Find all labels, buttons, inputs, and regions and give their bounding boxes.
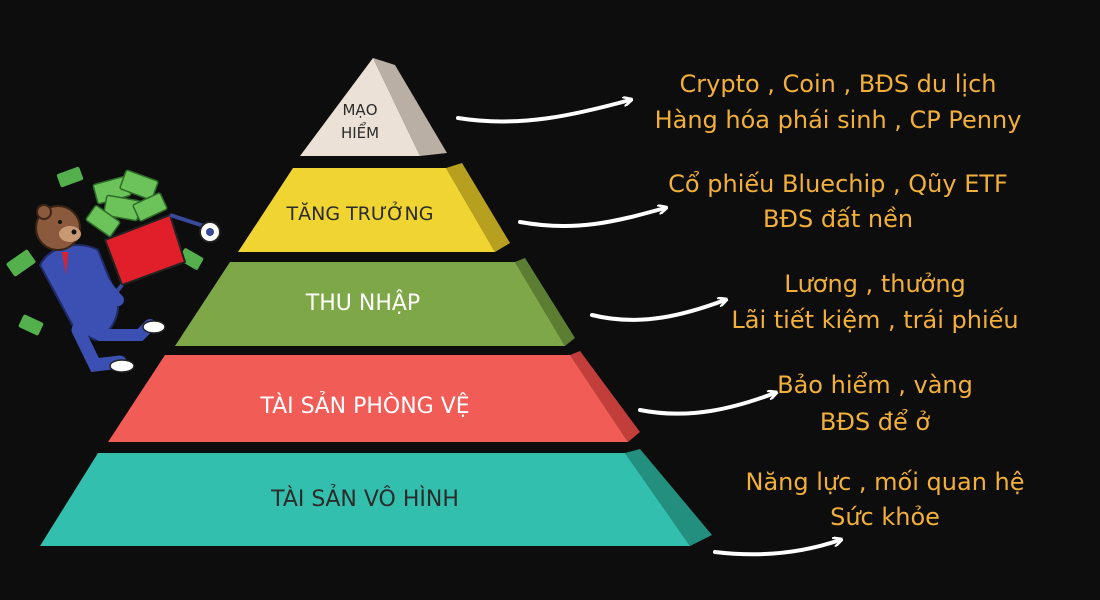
tier-label-line: HIỂM	[341, 121, 379, 142]
description-line: Crypto , Coin , BĐS du lịch	[680, 70, 997, 98]
description-line: Hàng hóa phái sinh , CP Penny	[655, 106, 1022, 134]
pyramid-tier-vo-hinh: TÀI SẢN VÔ HÌNH	[40, 449, 712, 546]
pyramid-tier-tang-truong: TĂNG TRƯỞNG	[238, 163, 510, 252]
description-line: Lãi tiết kiệm , trái phiếu	[731, 306, 1018, 334]
description-line: Sức khỏe	[830, 503, 940, 531]
pyramid-tier-mao-hiem: MẠO HIỂM	[300, 58, 447, 156]
description-line: Cổ phiếu Bluechip , Qũy ETF	[668, 170, 1008, 198]
arrow-icon	[713, 540, 840, 557]
tier-side-face	[570, 351, 640, 442]
tier-side-face	[446, 163, 510, 252]
arrow-icon	[518, 208, 665, 229]
tier-label: TÀI SẢN VÔ HÌNH	[270, 485, 459, 512]
businessman-pushing-money-cart-icon	[6, 166, 221, 373]
arrow-icon	[638, 393, 775, 416]
tier-front-face	[108, 355, 628, 442]
tier-front-face	[300, 58, 420, 156]
pyramid-tier-phong-ve: TÀI SẢN PHÒNG VỆ	[108, 351, 640, 442]
tier-label-line: MẠO	[342, 101, 377, 119]
tier-front-face	[40, 453, 690, 546]
description-line: BĐS đất nền	[763, 205, 913, 233]
tier-label: TÀI SẢN PHÒNG VỆ	[259, 392, 469, 419]
pyramid-tier-thu-nhap: THU NHẬP	[175, 258, 575, 346]
tier-descriptions: Crypto , Coin , BĐS du lịch Hàng hóa phá…	[655, 70, 1025, 531]
tier-front-face	[175, 262, 565, 346]
tier-label: TĂNG TRƯỞNG	[286, 200, 434, 225]
tier-label: THU NHẬP	[305, 290, 420, 316]
tier-side-face	[515, 258, 575, 346]
description-line: BĐS để ở	[820, 408, 931, 436]
tier-front-face	[238, 168, 495, 252]
description-line: Lương , thưởng	[784, 270, 966, 298]
description-line: Năng lực , mối quan hệ	[745, 468, 1024, 496]
arrows	[456, 100, 840, 557]
tier-side-face	[625, 449, 712, 546]
arrow-icon	[590, 300, 725, 322]
description-line: Bảo hiểm , vàng	[777, 371, 973, 399]
arrow-icon	[456, 100, 630, 124]
tier-side-face	[373, 58, 447, 156]
